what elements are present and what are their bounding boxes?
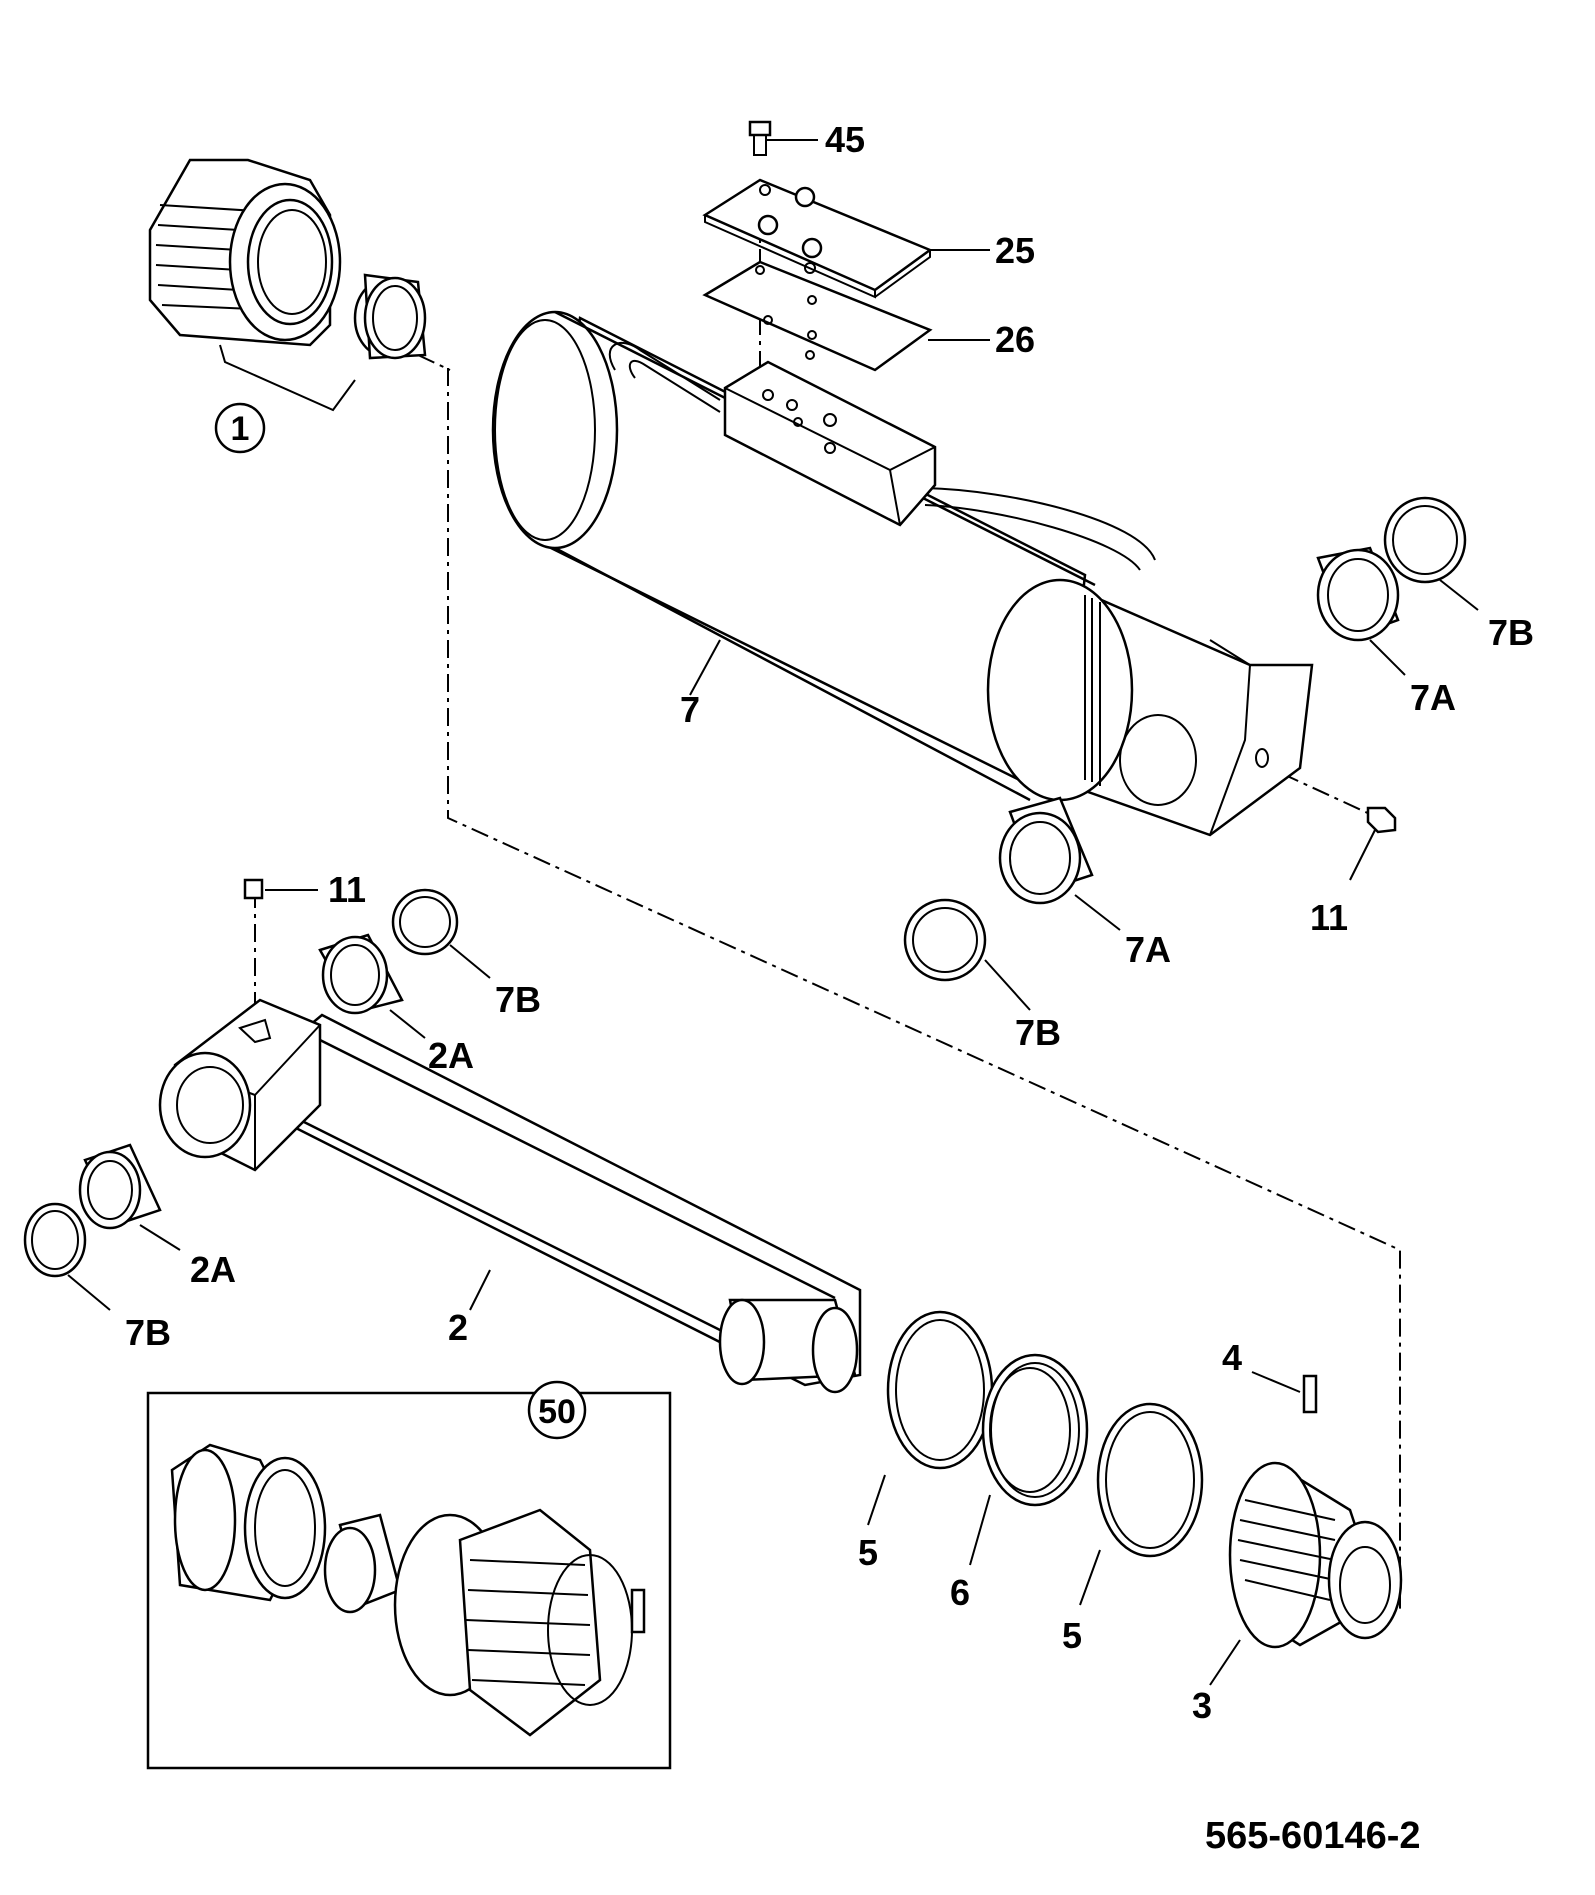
seal-part-5-first xyxy=(886,1310,994,1470)
bushing-7a-bottom xyxy=(998,796,1094,905)
callout-50-label: 50 xyxy=(538,1393,576,1431)
gasket-part-26 xyxy=(702,260,933,372)
callout-7b-top-left: 7B xyxy=(495,979,541,1020)
bushing-2a-left xyxy=(78,1143,162,1230)
gland-assembly-part-1 xyxy=(148,158,427,412)
callout-7a-right: 7A xyxy=(1410,677,1456,718)
wiper-7b-bottom xyxy=(903,898,987,982)
rod-part-2 xyxy=(158,998,862,1394)
leader-lines xyxy=(67,139,1479,1686)
bushing-7a-right xyxy=(1316,546,1400,642)
piston-part-3 xyxy=(1228,1461,1403,1649)
seal-part-5-second xyxy=(1096,1402,1204,1558)
grease-fitting-left xyxy=(243,878,264,900)
bolt-part-45 xyxy=(748,120,772,156)
callout-7b-right: 7B xyxy=(1488,612,1534,653)
callout-2: 2 xyxy=(448,1307,468,1348)
drawing-number: 565-60146-2 xyxy=(1205,1815,1421,1857)
callout-1: 1 xyxy=(214,402,266,454)
barrel-part-7 xyxy=(491,310,1314,837)
callout-5-second: 5 xyxy=(1062,1615,1082,1656)
pin-part-4 xyxy=(1302,1374,1318,1414)
callout-7b-bottom: 7B xyxy=(1015,1012,1061,1053)
callout-45: 45 xyxy=(825,119,865,160)
callout-50: 50 xyxy=(527,1380,587,1440)
callout-5-first: 5 xyxy=(858,1532,878,1573)
callout-3: 3 xyxy=(1192,1685,1212,1726)
callout-11-left: 11 xyxy=(328,869,366,910)
wiper-7b-top-left xyxy=(391,888,459,956)
callout-7: 7 xyxy=(680,689,700,730)
callout-6: 6 xyxy=(950,1572,970,1613)
callout-26: 26 xyxy=(995,319,1035,360)
callout-1-label: 1 xyxy=(231,410,250,448)
callout-4: 4 xyxy=(1222,1337,1242,1378)
callout-7b-left: 7B xyxy=(125,1312,171,1353)
callout-25: 25 xyxy=(995,230,1035,271)
callout-2a-left: 2A xyxy=(190,1249,236,1290)
callout-2a-top: 2A xyxy=(428,1035,474,1076)
grease-fitting-right xyxy=(1366,806,1397,834)
wiper-7b-right xyxy=(1383,496,1467,584)
wiper-7b-left xyxy=(23,1202,87,1278)
bushing-2a-top xyxy=(318,933,404,1015)
seal-kit-box xyxy=(146,1391,672,1770)
callout-11-right: 11 xyxy=(1310,897,1348,938)
callout-7a-bottom: 7A xyxy=(1125,929,1171,970)
seal-part-6 xyxy=(981,1353,1089,1507)
